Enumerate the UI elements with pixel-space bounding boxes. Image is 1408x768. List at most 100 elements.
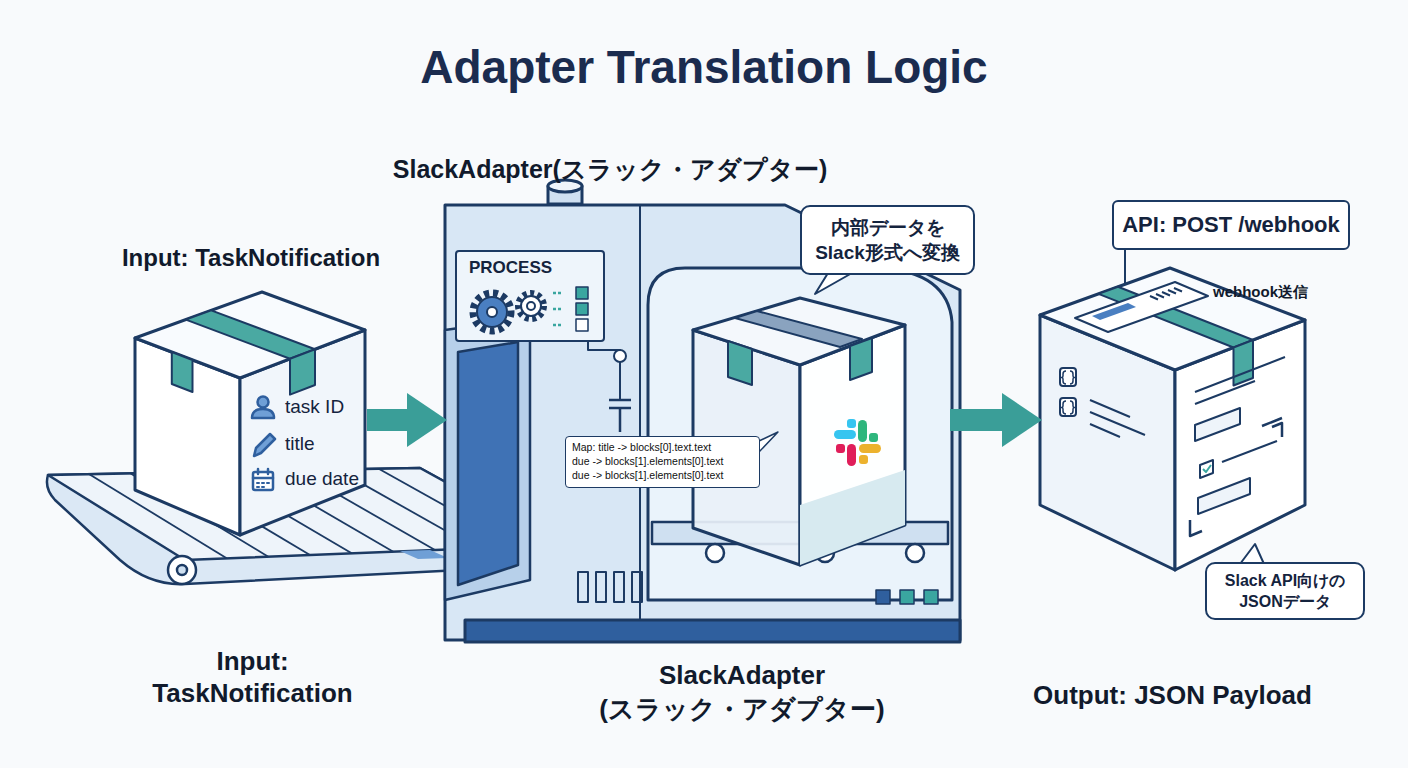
box-right-face <box>800 325 905 565</box>
gear-teeth <box>473 293 511 331</box>
mapping-rule: due -> blocks[1].elements[0].text <box>572 469 723 481</box>
machine-seam <box>639 205 641 620</box>
vent <box>596 572 606 602</box>
status-square <box>576 303 588 315</box>
gear-hub <box>527 302 535 310</box>
brace-glyph <box>1062 401 1075 414</box>
capacitor-symbol <box>609 400 631 432</box>
logo-bar <box>859 444 881 453</box>
logo-nub <box>847 419 856 428</box>
callout-tail <box>759 432 778 452</box>
bubble-tail <box>815 273 852 294</box>
form-field <box>1195 408 1240 441</box>
api-label-box: API: POST /webhook <box>1112 200 1350 250</box>
annotation: webhook送信 <box>1213 283 1308 302</box>
bubble-text: 内部データを Slack形式へ変換 <box>802 215 973 265</box>
mapping-rule: due -> blocks[1].elements[0].text <box>572 455 723 467</box>
roller <box>706 544 724 562</box>
flow-arrow <box>367 409 407 431</box>
corner-bracket <box>1190 418 1282 536</box>
form-line <box>1222 441 1277 462</box>
field-name: due date <box>285 468 359 490</box>
adapter-machine: SlackAdapter(スラック・アダプター)PROCESS内部データを Sl… <box>445 205 950 640</box>
box-top-face <box>135 292 365 378</box>
diagram-title: Adapter Translation Logic <box>0 40 1408 94</box>
calendar-icon <box>257 483 269 487</box>
brace-icon <box>1060 398 1076 416</box>
process-panel: PROCESS <box>455 250 605 342</box>
calendar-icon <box>253 477 273 480</box>
barcode <box>1150 288 1182 300</box>
leader-line <box>1124 250 1126 285</box>
machine-intake-door <box>458 342 518 585</box>
box-tape <box>850 338 872 380</box>
field-name: task ID <box>285 396 344 418</box>
calendar-icon <box>257 469 260 474</box>
logo-bar <box>858 420 867 442</box>
bubble-text: Slack API向けの JSONデータ <box>1207 570 1363 612</box>
brace-icon <box>1060 368 1076 386</box>
status-square <box>576 287 588 299</box>
machine-vents <box>578 572 642 602</box>
brace-glyph <box>1062 371 1075 384</box>
field-icons <box>252 397 275 491</box>
calendar-icon <box>267 469 270 474</box>
box-top-face <box>693 298 905 365</box>
gear <box>477 297 507 327</box>
form-line <box>1195 357 1285 404</box>
roller <box>168 556 196 584</box>
speech-bubble: Slack API向けの JSONデータ <box>1205 562 1365 620</box>
logo-nub <box>859 455 868 464</box>
field-name: title <box>285 433 315 455</box>
form-lines <box>1190 357 1285 536</box>
output-box <box>1040 268 1305 570</box>
flow-arrow <box>950 409 1002 431</box>
person-icon <box>252 409 274 418</box>
calendar-icon <box>253 472 273 490</box>
stage-caption: SlackAdapter (スラック・アダプター) <box>597 658 887 726</box>
box-heading: Output: JSON Payload <box>1033 680 1312 711</box>
machine-opening <box>648 268 952 600</box>
wire-node <box>614 350 626 362</box>
machine-intake <box>445 318 530 600</box>
box-heading: Input: TaskNotification <box>122 244 380 272</box>
input-box <box>135 292 365 535</box>
mapping-rule: Map: title -> blocks[0].text.text <box>572 441 711 453</box>
logo-bar <box>847 444 856 466</box>
input-box: Input: TaskNotificationtask IDtitledue d… <box>135 290 367 535</box>
box-tape <box>735 311 862 347</box>
panel-fill <box>456 251 604 341</box>
logo-bar <box>834 430 856 439</box>
shipping-label <box>1075 282 1208 332</box>
box-shade <box>800 470 905 565</box>
slack-box <box>693 298 905 565</box>
indicator <box>924 590 938 604</box>
indicator <box>876 590 890 604</box>
box-tape <box>1234 340 1254 386</box>
person-icon <box>258 397 269 408</box>
roller <box>906 544 924 562</box>
wire <box>588 341 620 400</box>
pencil-icon <box>254 434 275 456</box>
checkbox <box>1200 460 1213 478</box>
gear <box>521 296 541 316</box>
box-tape <box>290 349 315 394</box>
code-icons <box>1060 368 1145 437</box>
box-tape <box>186 310 315 358</box>
status-square <box>576 319 588 331</box>
vent <box>614 572 624 602</box>
mapping-callout: Map: title -> blocks[0].text.text due -> … <box>565 436 760 488</box>
gear-hub <box>487 307 497 317</box>
code-lines <box>1090 400 1145 437</box>
indicator <box>900 590 914 604</box>
machine-heading: SlackAdapter(スラック・アダプター) <box>393 153 827 186</box>
output-box: Output: JSON Payload <box>1040 285 1305 575</box>
api-endpoint: API: POST /webhook <box>1114 212 1348 238</box>
logo-nub <box>869 433 878 442</box>
belt-highlight <box>400 550 448 559</box>
box-tape <box>728 341 752 385</box>
vent <box>632 572 642 602</box>
checkmark <box>1203 465 1211 472</box>
